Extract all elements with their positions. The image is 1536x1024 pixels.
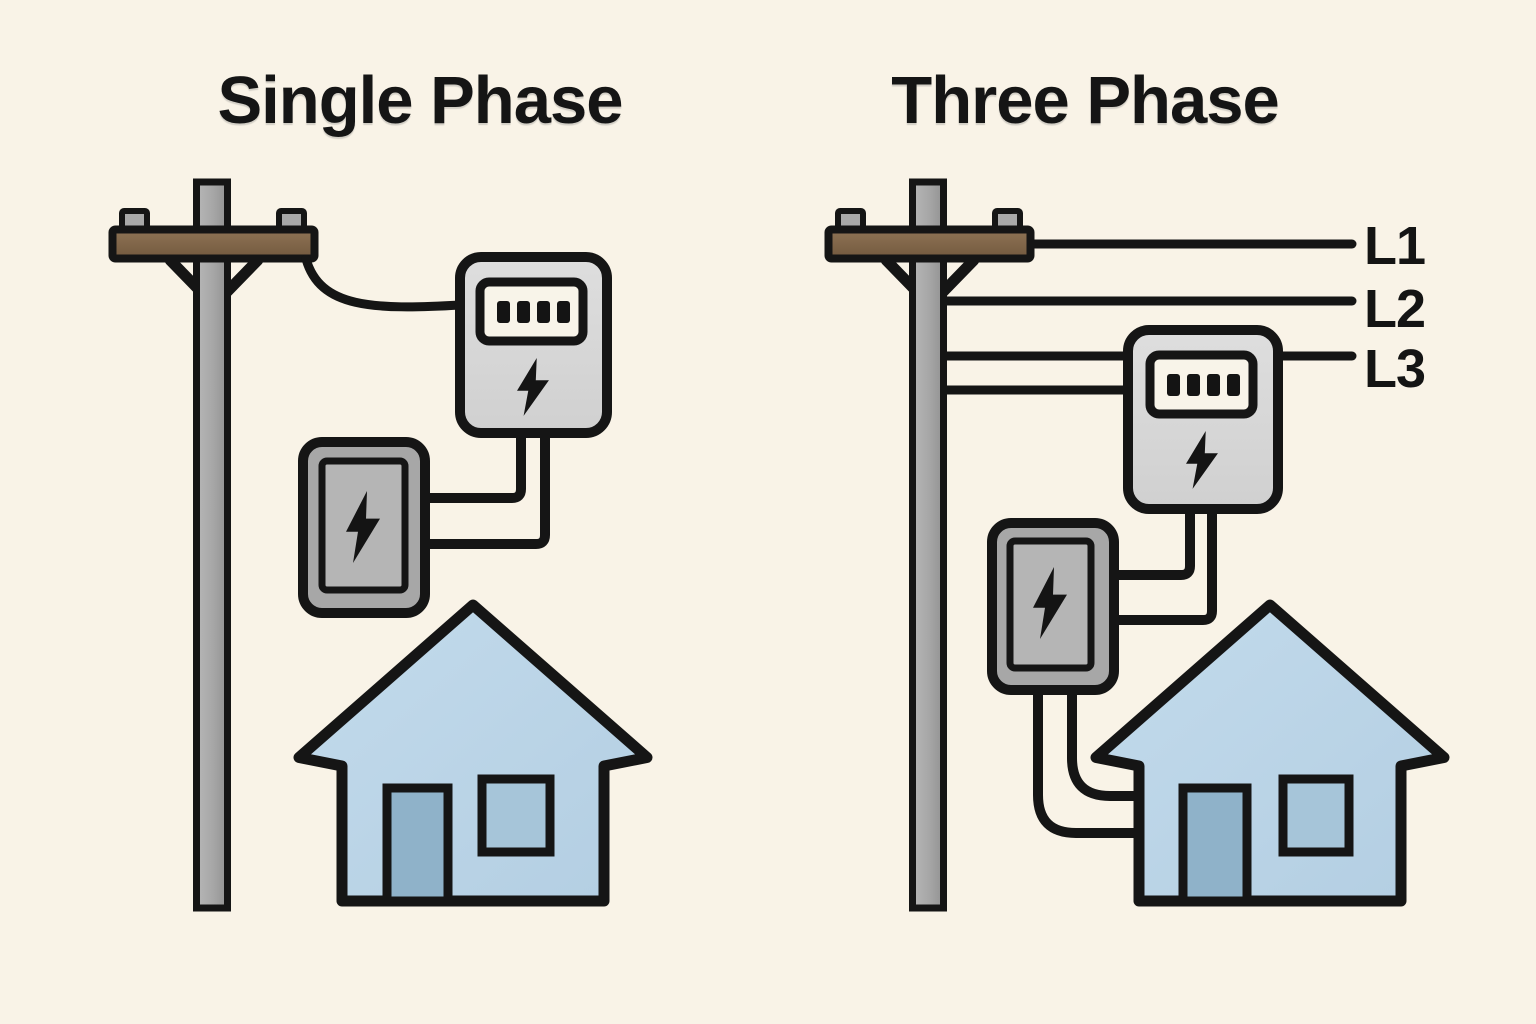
pole-post: [193, 178, 231, 912]
electric-meter-left: [455, 252, 612, 438]
electric-meter-right: [1123, 325, 1283, 514]
pole-post: [909, 178, 947, 912]
phase-label-l2: L2: [1364, 279, 1426, 339]
phase-label-l1: L1: [1364, 216, 1426, 276]
crossarm: [824, 225, 1035, 263]
meter-display: [475, 277, 588, 346]
panel-to-house-wires: [1033, 685, 1142, 838]
window: [477, 774, 555, 857]
wire: [424, 425, 526, 503]
house-left: [293, 599, 653, 907]
service-drop-wire: [301, 254, 466, 312]
breaker-panel-right: [987, 518, 1119, 695]
house-silhouette: [1090, 599, 1450, 907]
meter-to-panel-wires-right: [1112, 505, 1217, 625]
single-phase-figure: [108, 178, 653, 912]
single-phase-title: Single Phase: [217, 63, 623, 138]
three-phase-figure: [824, 178, 1450, 912]
meter-display: [1145, 350, 1258, 419]
wire: [1067, 685, 1142, 801]
crossarm: [108, 225, 319, 263]
wire: [1112, 505, 1195, 580]
utility-pole-right: [824, 178, 1035, 912]
breaker-panel-left: [298, 437, 430, 618]
three-phase-title: Three Phase: [891, 63, 1279, 138]
phase-label-l3: L3: [1364, 339, 1426, 399]
wire: [1112, 505, 1217, 625]
door: [1178, 783, 1252, 906]
utility-pole-left: [108, 178, 319, 912]
window: [1278, 774, 1354, 857]
house-right: [1090, 599, 1450, 907]
door: [382, 783, 453, 906]
wire: [424, 425, 550, 549]
meter-to-panel-wires-left: [424, 425, 550, 549]
wire: [1033, 685, 1142, 838]
house-silhouette: [293, 599, 653, 907]
